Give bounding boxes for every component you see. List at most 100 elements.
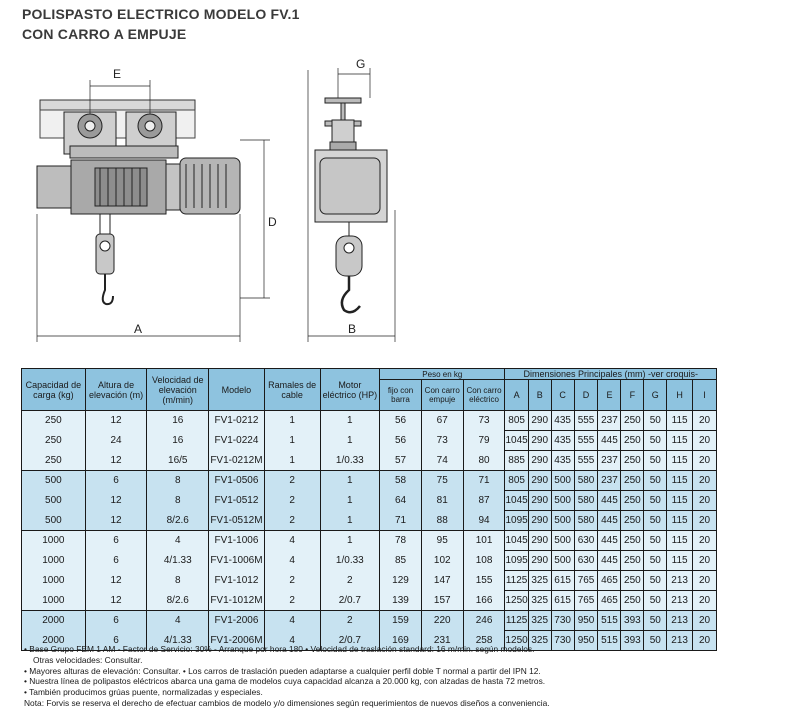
table-cell: 2000 [21,610,86,631]
col-dim: F [620,379,645,411]
table-cell: 250 [620,410,645,431]
table-cell: 57 [379,450,422,471]
table-cell: 2 [263,490,321,511]
table-cell: 237 [597,410,622,431]
page-title: POLISPASTO ELECTRICO MODELO FV.1 [22,6,300,22]
table-cell: 805 [504,410,529,431]
table-cell: 16 [146,430,210,451]
table-cell: 250 [620,430,645,451]
table-cell: 24 [84,430,148,451]
col-peso-fijo: fijo con barra [379,379,422,411]
table-cell: 237 [597,470,622,491]
col-dim: E [597,379,622,411]
table-cell: 115 [666,550,694,571]
table-cell: 445 [597,490,622,511]
table-cell: 445 [597,530,622,551]
table-cell: 250 [620,450,645,471]
col-motor: Motor eléctrico (HP) [319,368,381,411]
table-cell: 4 [263,630,321,651]
table-cell: 6 [84,550,148,571]
table-cell: 250 [620,570,645,591]
table-cell: 325 [527,630,552,651]
table-cell: 1 [319,510,381,531]
table-cell: 1/0.33 [319,450,381,471]
table-cell: 12 [84,490,148,511]
table-cell: 250 [620,470,645,491]
table-cell: 465 [597,570,622,591]
table-cell: 8/2.6 [146,590,210,611]
table-cell: 58 [379,470,422,491]
table-cell: 1 [263,450,321,471]
table-cell: 445 [597,430,622,451]
specs-table: Capacidad de carga (kg) Altura de elevac… [21,368,717,651]
label-d: D [268,215,277,229]
table-cell: 500 [550,530,575,551]
table-cell: 8 [146,570,210,591]
hoist-technical-drawing: E D A G B [36,57,396,342]
table-cell: 765 [573,590,599,611]
table-cell: 580 [573,510,599,531]
table-cell: 12 [84,570,148,591]
table-cell: 950 [573,610,599,631]
table-cell: 56 [379,410,422,431]
table-cell: 12 [84,590,148,611]
col-modelo: Modelo [208,368,265,411]
table-cell: 290 [527,470,552,491]
table-cell: 50 [643,490,668,511]
table-cell: 50 [643,410,668,431]
table-cell: 515 [597,610,622,631]
table-cell: 213 [666,590,694,611]
table-cell: 12 [84,510,148,531]
table-cell: 8 [146,470,210,491]
table-cell: 435 [550,410,575,431]
table-cell: 78 [379,530,422,551]
table-cell: 4 [263,530,321,551]
table-cell: 115 [666,490,694,511]
label-b: B [348,322,356,336]
table-cell: 250 [620,550,645,571]
table-cell: 20 [692,630,717,651]
table-cell: 1045 [504,430,529,451]
table-cell: 4/1.33 [146,550,210,571]
table-cell: 885 [504,450,529,471]
table-cell: 87 [462,490,506,511]
table-cell: 2 [263,510,321,531]
table-cell: FV1-0512 [208,490,265,511]
table-cell: 250 [620,510,645,531]
table-cell: 500 [550,550,575,571]
note-line: Otras velocidades: Consultar. [33,654,143,665]
table-cell: 115 [666,450,694,471]
table-cell: 20 [692,450,717,471]
table-cell: 231 [420,630,464,651]
table-cell: 630 [573,530,599,551]
table-cell: 108 [462,550,506,571]
table-cell: 1 [319,490,381,511]
table-cell: FV1-0212M [208,450,265,471]
table-cell: 555 [573,430,599,451]
table-cell: 80 [462,450,506,471]
table-cell: 20 [692,530,717,551]
table-cell: 1 [263,430,321,451]
table-cell: FV1-2006 [208,610,265,631]
table-cell: 155 [462,570,506,591]
col-altura: Altura de elevación (m) [84,368,148,411]
table-cell: 50 [643,610,668,631]
table-cell: 213 [666,570,694,591]
table-cell: 50 [643,530,668,551]
table-cell: 615 [550,570,575,591]
table-cell: 213 [666,610,694,631]
table-cell: 1 [263,410,321,431]
table-cell: 500 [550,470,575,491]
table-cell: 73 [420,430,464,451]
table-cell: 1125 [504,570,529,591]
table-cell: 290 [527,450,552,471]
table-cell: 50 [643,510,668,531]
footnotes: • Base Grupo FEM 1 AM - Factor de Servic… [24,644,794,709]
table-cell: 630 [573,550,599,571]
table-cell: 8 [146,490,210,511]
table-cell: 20 [692,550,717,571]
